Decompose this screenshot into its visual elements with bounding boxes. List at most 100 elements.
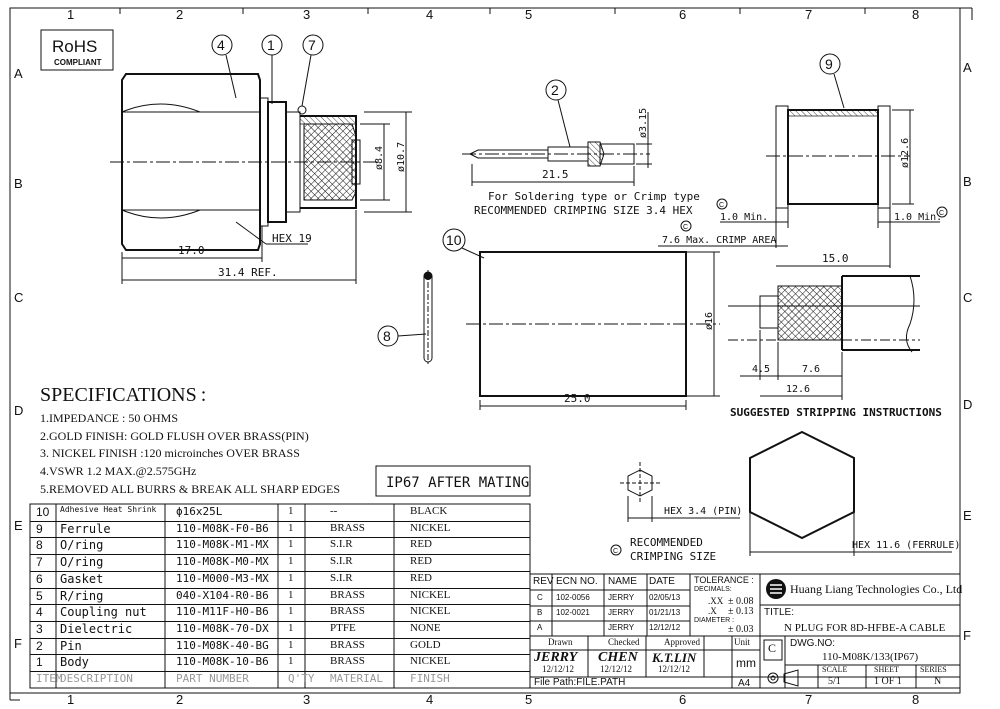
svg-text:9: 9 <box>825 56 833 72</box>
tolerance-label: TOLERANCE : <box>694 575 754 585</box>
bom-cell-part: 110-M08K-70-DX <box>176 622 269 635</box>
bom-cell-desc: O/ring <box>60 555 104 569</box>
bom-cell-finish: RED <box>410 538 432 550</box>
bom-row-divider <box>30 571 530 572</box>
bom-cell-qty: 1 <box>288 655 294 667</box>
bom-cell-mat: S.I.R <box>330 538 353 550</box>
svg-text:1: 1 <box>67 692 74 707</box>
bom-cell-item: 7 <box>36 555 43 569</box>
bom-cell-mat: BRASS <box>330 655 365 667</box>
bom-cell-finish: GOLD <box>410 639 441 651</box>
svg-text:8: 8 <box>912 692 919 707</box>
svg-text:3: 3 <box>303 7 310 22</box>
bom-cell-mat: BRASS <box>330 522 365 534</box>
bom-cell-desc: Gasket <box>60 572 104 586</box>
svg-text:6: 6 <box>679 692 686 707</box>
svg-text:ø12.6: ø12.6 <box>900 138 911 168</box>
bom-cell-desc: Adhesive Heat Shrink <box>60 505 157 514</box>
svg-text:C: C <box>939 210 944 217</box>
svg-text:HEX 3.4 (PIN): HEX 3.4 (PIN) <box>664 506 742 517</box>
title-block <box>529 573 961 689</box>
bom-cell-part: 110-M08K-10-B6 <box>176 655 269 668</box>
svg-text:1: 1 <box>67 7 74 22</box>
bom-cell-mat: BRASS <box>330 605 365 617</box>
svg-text:4: 4 <box>426 7 433 22</box>
bom-cell-part: 110-M08K-M1-MX <box>176 538 269 551</box>
bom-cell-finish: NICKEL <box>410 655 451 667</box>
bom-row-divider <box>30 537 530 538</box>
bom-cell-desc: Body <box>60 655 89 669</box>
bom-cell-item: 4 <box>36 605 43 619</box>
rev-header-rev: REV <box>533 576 554 587</box>
svg-text:C: C <box>719 202 724 209</box>
sheet-frame <box>9 7 961 694</box>
svg-text:A: A <box>963 60 972 75</box>
hex-pin-view: HEX 3.4 (PIN) <box>620 462 742 522</box>
svg-text:15.0: 15.0 <box>822 252 849 265</box>
svg-text:A: A <box>14 66 23 81</box>
ip67-note: IP67 AFTER MATING <box>375 465 531 497</box>
svg-text:3: 3 <box>303 692 310 707</box>
bom-cell-item: 10 <box>36 505 50 519</box>
svg-text:D: D <box>963 397 972 412</box>
svg-text:5: 5 <box>525 7 532 22</box>
bom-cell-item: 8 <box>36 538 43 552</box>
svg-text:4: 4 <box>217 37 225 53</box>
sheet-value: 1 OF 1 <box>874 676 902 687</box>
svg-text:1.0 Min.: 1.0 Min. <box>894 212 942 223</box>
bom-cell-desc: R/ring <box>60 589 104 603</box>
svg-text:31.4 REF.: 31.4 REF. <box>218 266 278 279</box>
bom-header-desc: DESCRIPTION <box>60 672 133 685</box>
bom-row-divider <box>30 521 530 522</box>
paper-size: A4 <box>738 678 751 689</box>
tolerance-decimals: DECIMALS: <box>694 586 732 593</box>
bom-header-item: ITEM <box>36 672 63 685</box>
bom-table <box>29 503 531 689</box>
bom-cell-qty: 1 <box>288 555 294 567</box>
bom-cell-finish: NONE <box>410 622 441 634</box>
bom-cell-qty: 1 <box>288 505 294 517</box>
rev-cell-date: 12/12/12 <box>649 623 681 632</box>
bom-row-divider <box>30 604 530 605</box>
series-label: SERIES <box>920 665 947 674</box>
spec-line: 2.GOLD FINISH: GOLD FLUSH OVER BRASS(PIN… <box>40 429 309 443</box>
tolerance-xx: .XX <box>708 596 724 606</box>
rev-cell-name: JERRY <box>608 623 635 632</box>
svg-text:C: C <box>963 290 972 305</box>
bom-row-divider <box>30 638 530 639</box>
svg-text:8: 8 <box>912 7 919 22</box>
scale-value: 5/1 <box>828 676 841 687</box>
bom-cell-item: 6 <box>36 572 43 586</box>
rev-cell-rev: C <box>537 593 543 602</box>
svg-text:E: E <box>14 518 23 533</box>
checked-date: 12/12/12 <box>600 664 633 674</box>
bom-header-mat: MATERIAL <box>330 672 383 685</box>
svg-text:7: 7 <box>805 7 812 22</box>
spec-line: 4.VSWR 1.2 MAX.@2.575GHz <box>40 464 197 478</box>
spec-line: 5.REMOVED ALL BURRS & BREAK ALL SHARP ED… <box>40 482 341 496</box>
unit-value: mm <box>736 656 756 670</box>
svg-text:IP67 AFTER MATING: IP67 AFTER MATING <box>386 475 529 491</box>
connector-side-view <box>110 73 380 251</box>
bom-row-divider <box>30 588 530 589</box>
bom-cell-desc: Ferrule <box>60 522 111 536</box>
svg-text:10: 10 <box>446 232 462 248</box>
svg-text:1.0 Min.: 1.0 Min. <box>720 212 768 223</box>
bom-cell-qty: 1 <box>288 522 294 534</box>
bom-cell-item: 9 <box>36 522 43 536</box>
svg-text:F: F <box>963 628 971 643</box>
bom-cell-qty: 1 <box>288 639 294 651</box>
svg-text:2: 2 <box>176 692 183 707</box>
bom-cell-item: 1 <box>36 655 43 669</box>
svg-text:RECOMMENDED: RECOMMENDED <box>630 536 703 549</box>
svg-text:ø16: ø16 <box>704 312 715 330</box>
svg-text:ø8.4: ø8.4 <box>374 146 385 170</box>
bom-cell-qty: 1 <box>288 622 294 634</box>
balloon-2: 2 <box>545 79 571 148</box>
dwg-no-value: 110-M08K/133(IP67) <box>822 651 919 663</box>
rev-cell-ecn: 102-0056 <box>556 593 590 602</box>
specifications-title: SPECIFICATIONS : <box>40 384 207 406</box>
rev-header-ecn: ECN NO. <box>556 576 598 587</box>
bom-cell-mat: S.I.R <box>330 555 353 567</box>
balloon-10: 10 <box>442 228 485 259</box>
